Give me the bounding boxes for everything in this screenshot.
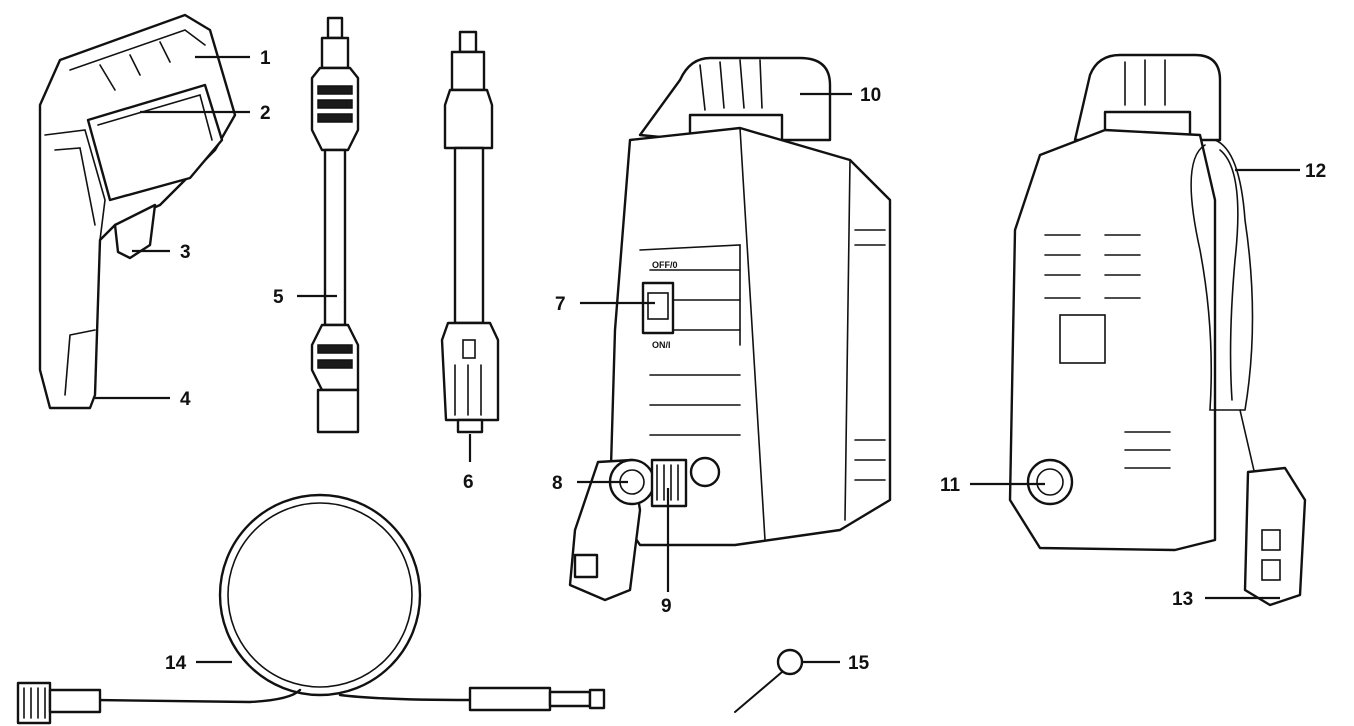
- callout-10: 10: [860, 85, 881, 106]
- callout-8: 8: [552, 473, 563, 494]
- callout-4: 4: [180, 389, 191, 410]
- high-pressure-hose: [16, 493, 606, 725]
- callout-2: 2: [260, 103, 271, 124]
- callout-7: 7: [555, 294, 566, 315]
- leader-lines: [95, 55, 1300, 664]
- switch-off-label: OFF/0: [652, 260, 678, 270]
- callout-12: 12: [1305, 161, 1326, 182]
- extension-lance: [310, 16, 360, 434]
- switch-on-label: ON/I: [652, 340, 671, 350]
- callout-9: 9: [661, 596, 672, 617]
- callout-15: 15: [848, 653, 870, 674]
- callout-6: 6: [463, 472, 474, 493]
- adjustable-nozzle: [440, 30, 500, 434]
- callout-11: 11: [940, 475, 961, 496]
- callout-3: 3: [180, 242, 191, 263]
- pressure-washer-rear: [1008, 53, 1307, 607]
- spray-gun: [38, 13, 237, 410]
- callout-13: 13: [1172, 589, 1193, 610]
- callout-numbers: 1 2 3 4 5 6 7 8 9 10 11 12 13 14 15: [165, 48, 1326, 674]
- pressure-washer-front: OFF/0 ON/I: [568, 56, 892, 602]
- callout-5: 5: [273, 287, 284, 308]
- callout-14: 14: [165, 653, 187, 674]
- callout-1: 1: [260, 48, 271, 69]
- cleaning-needle: [734, 648, 804, 713]
